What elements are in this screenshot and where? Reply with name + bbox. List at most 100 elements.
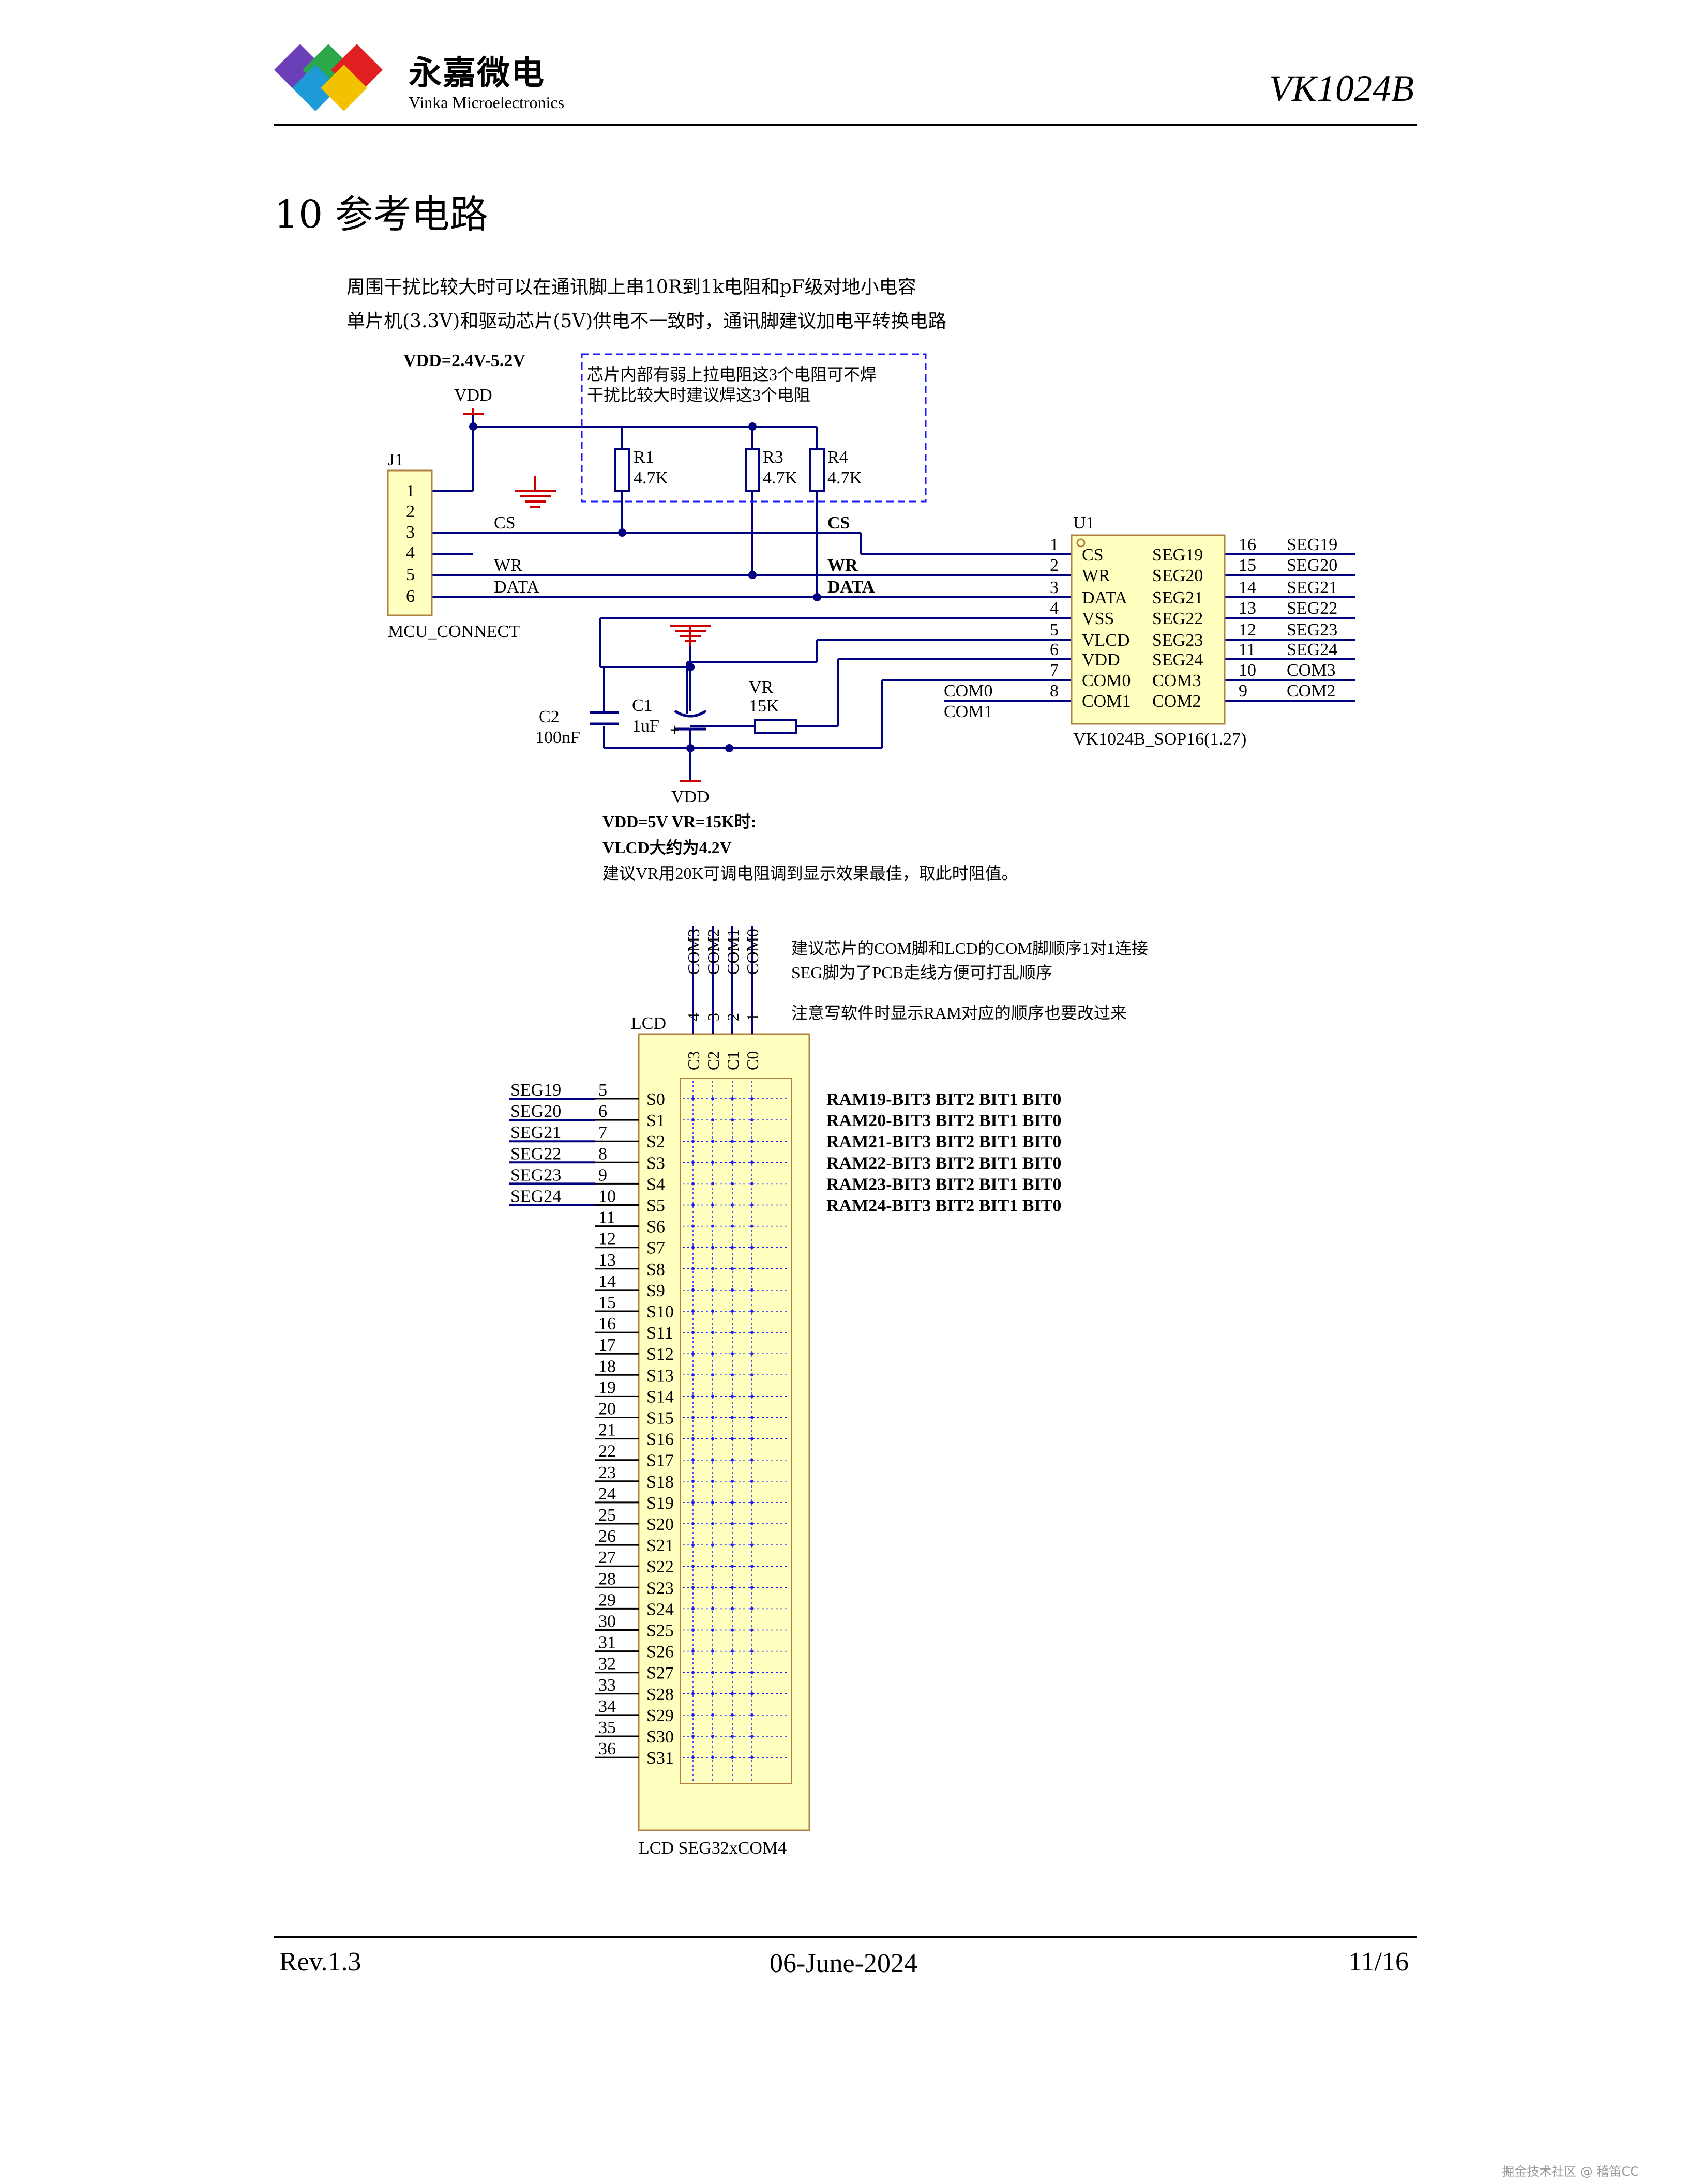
r4-value: 4.7K xyxy=(827,468,863,488)
lcd-pin-number: 7 xyxy=(598,1123,607,1142)
c2-value: 100nF xyxy=(535,728,580,747)
u1-pin-name: WR xyxy=(1082,566,1110,585)
lcd-row-label: S14 xyxy=(646,1387,674,1406)
footer-date: 06-June-2024 xyxy=(770,1949,917,1978)
vr-value: 15K xyxy=(749,696,779,716)
lcd-row-label: S21 xyxy=(646,1536,674,1555)
u1-pin-num: 14 xyxy=(1239,578,1256,597)
segment-dot xyxy=(711,1735,714,1738)
vdd-bottom-label: VDD xyxy=(671,787,710,807)
u1-pin-num: 16 xyxy=(1239,535,1256,554)
segment-dot xyxy=(691,1692,695,1695)
u1-pin-name: COM2 xyxy=(1152,692,1201,711)
u1-pin-net: COM2 xyxy=(1287,681,1335,701)
segment-dot xyxy=(750,1437,753,1440)
bus-label-cs: CS xyxy=(827,513,850,533)
c2-ref: C2 xyxy=(539,707,560,726)
ram-map-row: RAM23-BIT3 BIT2 BIT1 BIT0 xyxy=(826,1175,1061,1194)
lcd-pin-number: 17 xyxy=(598,1336,616,1355)
ram-map-row: RAM21-BIT3 BIT2 BIT1 BIT0 xyxy=(826,1132,1061,1151)
segment-dot xyxy=(711,1692,714,1695)
u1-ref: U1 xyxy=(1073,513,1095,533)
j1-pin-4: 4 xyxy=(406,543,415,563)
segment-dot xyxy=(750,1203,753,1207)
segment-dot xyxy=(750,1649,753,1653)
com-pin-number: 1 xyxy=(743,1013,762,1021)
company-name-cn: 永嘉微电 xyxy=(409,54,545,93)
segment-dot xyxy=(711,1246,714,1249)
segment-dot xyxy=(711,1756,714,1760)
segment-dot xyxy=(731,1458,734,1462)
segment-dot xyxy=(711,1352,714,1356)
segment-dot xyxy=(731,1288,734,1292)
lcd-row-label: S22 xyxy=(646,1557,674,1576)
segment-dot xyxy=(750,1735,753,1738)
u1-pin-num: 1 xyxy=(1050,535,1059,554)
lcd-pin-number: 36 xyxy=(598,1739,616,1758)
segment-dot xyxy=(691,1543,695,1547)
lcd-ref: LCD xyxy=(631,1014,666,1033)
vlcd-note-1: VDD=5V VR=15K时: xyxy=(602,812,757,831)
segment-dot xyxy=(691,1310,695,1313)
lcd-pin-number: 11 xyxy=(598,1208,615,1227)
bus-label-data: DATA xyxy=(827,578,875,597)
lcd-pin-number: 31 xyxy=(598,1633,616,1652)
segment-dot xyxy=(731,1500,734,1504)
vr-ref: VR xyxy=(749,678,774,697)
ram-map-row: RAM22-BIT3 BIT2 BIT1 BIT0 xyxy=(826,1154,1061,1173)
ram-map-row: RAM24-BIT3 BIT2 BIT1 BIT0 xyxy=(826,1196,1061,1216)
segment-dot xyxy=(711,1288,714,1292)
header-rule xyxy=(274,124,1417,126)
lcd-row-label: S2 xyxy=(646,1132,665,1151)
watermark: 掘金技术社区 @ 稽笛CC xyxy=(1502,2164,1639,2179)
section-title: 10 参考电路 xyxy=(274,192,488,237)
u1-pin-num: 5 xyxy=(1050,620,1059,640)
segment-dot xyxy=(691,1586,695,1589)
lcd-note-3: 注意写软件时显示RAM对应的顺序也要改过来 xyxy=(791,1004,1127,1022)
u1-pin-name: DATA xyxy=(1082,588,1127,608)
seg-net-label: SEG23 xyxy=(510,1165,561,1185)
lcd-pin-number: 9 xyxy=(598,1165,607,1185)
lcd-row-label: S11 xyxy=(646,1324,673,1343)
segment-dot xyxy=(750,1756,753,1760)
segment-dot xyxy=(711,1543,714,1547)
segment-dot xyxy=(750,1586,753,1589)
segment-dot xyxy=(731,1607,734,1611)
document-id: VK1024B xyxy=(1269,68,1414,109)
vdd-top-label: VDD xyxy=(454,386,492,405)
segment-dot xyxy=(691,1097,695,1100)
lcd-pin-number: 14 xyxy=(598,1272,616,1291)
j1-name: MCU_CONNECT xyxy=(388,622,520,641)
lcd-row-label: S10 xyxy=(646,1302,674,1322)
lcd-pin-number: 25 xyxy=(598,1506,616,1525)
com-net-label: COM1 xyxy=(724,929,742,975)
segment-dot xyxy=(731,1692,734,1695)
lcd-row-label: S6 xyxy=(646,1218,665,1237)
com-net-label: COM0 xyxy=(743,929,762,975)
segment-dot xyxy=(711,1649,714,1653)
lcd-pin-number: 6 xyxy=(598,1102,607,1121)
u1-pin-net: SEG23 xyxy=(1287,620,1337,640)
lcd-pin-number: 34 xyxy=(598,1697,616,1716)
segment-dot xyxy=(731,1097,734,1100)
segment-dot xyxy=(711,1607,714,1611)
lcd-row-label: S15 xyxy=(646,1409,674,1428)
resistor-note-1: 芯片内部有弱上拉电阻这3个电阻可不焊 xyxy=(587,365,877,384)
segment-dot xyxy=(691,1735,695,1738)
lcd-pin-number: 33 xyxy=(598,1676,616,1695)
segment-dot xyxy=(711,1097,714,1100)
j1-pin-6: 6 xyxy=(406,587,415,606)
lcd-row-label: S16 xyxy=(646,1430,674,1449)
segment-dot xyxy=(691,1458,695,1462)
j1-pin-3: 3 xyxy=(406,523,415,542)
u1-pin-num: 10 xyxy=(1239,661,1256,680)
com-pin-number: 3 xyxy=(704,1013,722,1021)
r1-ref: R1 xyxy=(634,448,654,467)
segment-dot xyxy=(750,1310,753,1313)
com-net-label: COM2 xyxy=(704,929,722,975)
ram-map-row: RAM19-BIT3 BIT2 BIT1 BIT0 xyxy=(826,1090,1061,1109)
u1-pin-net: SEG24 xyxy=(1287,640,1337,659)
c1-ref: C1 xyxy=(632,696,653,715)
resistor-note-2: 干扰比较大时建议焊这3个电阻 xyxy=(587,386,810,404)
